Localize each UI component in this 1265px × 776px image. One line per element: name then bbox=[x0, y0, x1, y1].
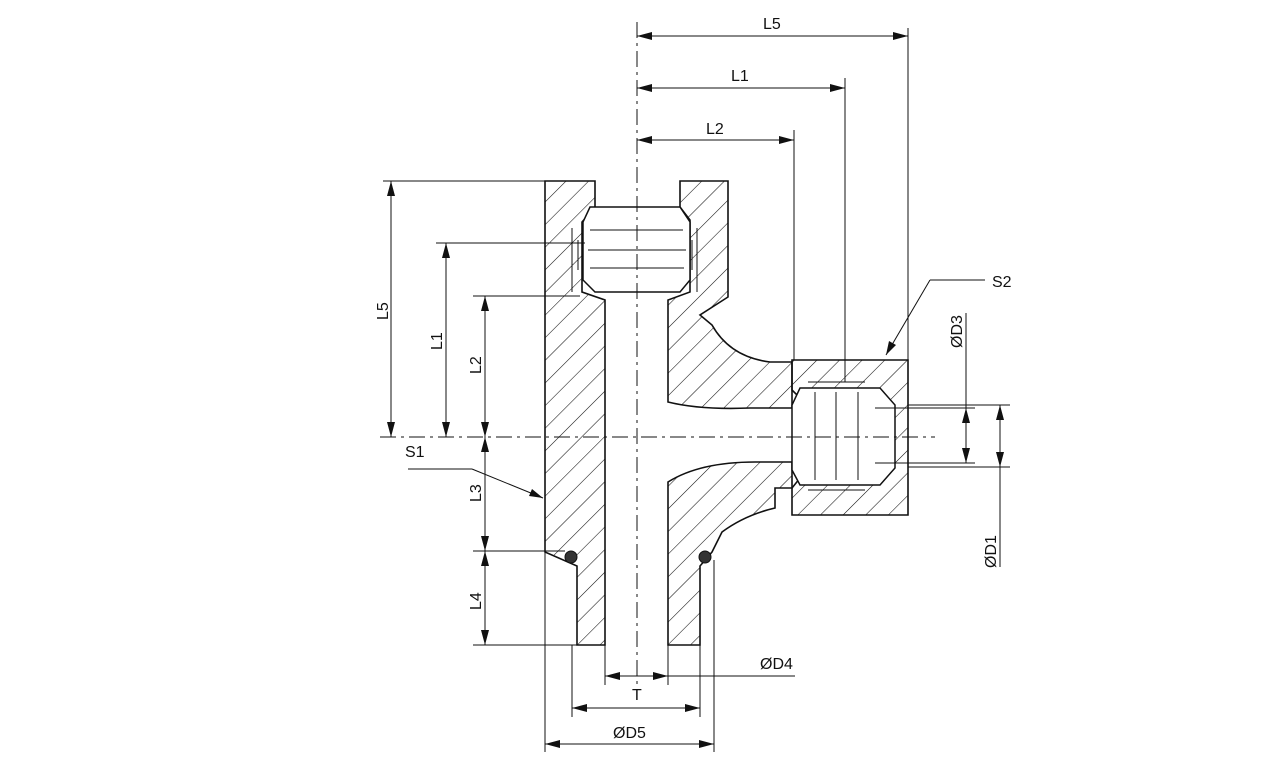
label-l2-top: L2 bbox=[706, 121, 724, 138]
dim-l3: L3 bbox=[468, 437, 565, 552]
label-s1: S1 bbox=[405, 444, 425, 461]
dim-l5-top: L5 bbox=[637, 16, 909, 360]
cutting-ring-top bbox=[571, 206, 698, 293]
dim-t: T bbox=[571, 645, 701, 717]
leader-s1: S1 bbox=[405, 444, 544, 499]
dim-d5: ØD5 bbox=[544, 552, 715, 752]
label-d4: ØD4 bbox=[760, 656, 793, 673]
label-l5-left: L5 bbox=[375, 302, 392, 320]
label-l3: L3 bbox=[468, 484, 485, 502]
o-ring-right bbox=[698, 550, 712, 564]
dim-l5-left: L5 bbox=[375, 180, 545, 437]
dim-l4: L4 bbox=[468, 551, 577, 646]
leader-s2: S2 bbox=[885, 274, 1012, 356]
label-t: T bbox=[632, 687, 642, 704]
dim-d3: ØD3 bbox=[875, 313, 975, 464]
dim-l1-top: L1 bbox=[637, 68, 846, 382]
body-right-lower bbox=[667, 461, 793, 646]
o-ring-left bbox=[564, 550, 578, 564]
body-right-upper bbox=[667, 180, 793, 410]
dim-d1: ØD1 bbox=[908, 404, 1010, 568]
label-l5-top: L5 bbox=[763, 16, 781, 33]
dim-l2-left: L2 bbox=[468, 295, 580, 437]
label-l1-left: L1 bbox=[429, 332, 446, 350]
label-l4: L4 bbox=[468, 592, 485, 610]
label-d1: ØD1 bbox=[983, 535, 1000, 568]
dim-l1-left: L1 bbox=[429, 242, 585, 437]
label-l1-top: L1 bbox=[731, 68, 749, 85]
label-l2-left: L2 bbox=[468, 356, 485, 374]
label-s2: S2 bbox=[992, 274, 1012, 291]
label-d5: ØD5 bbox=[613, 725, 646, 742]
cutting-ring-side bbox=[791, 381, 896, 491]
dim-l2-top: L2 bbox=[637, 121, 795, 360]
label-d3: ØD3 bbox=[949, 315, 966, 348]
